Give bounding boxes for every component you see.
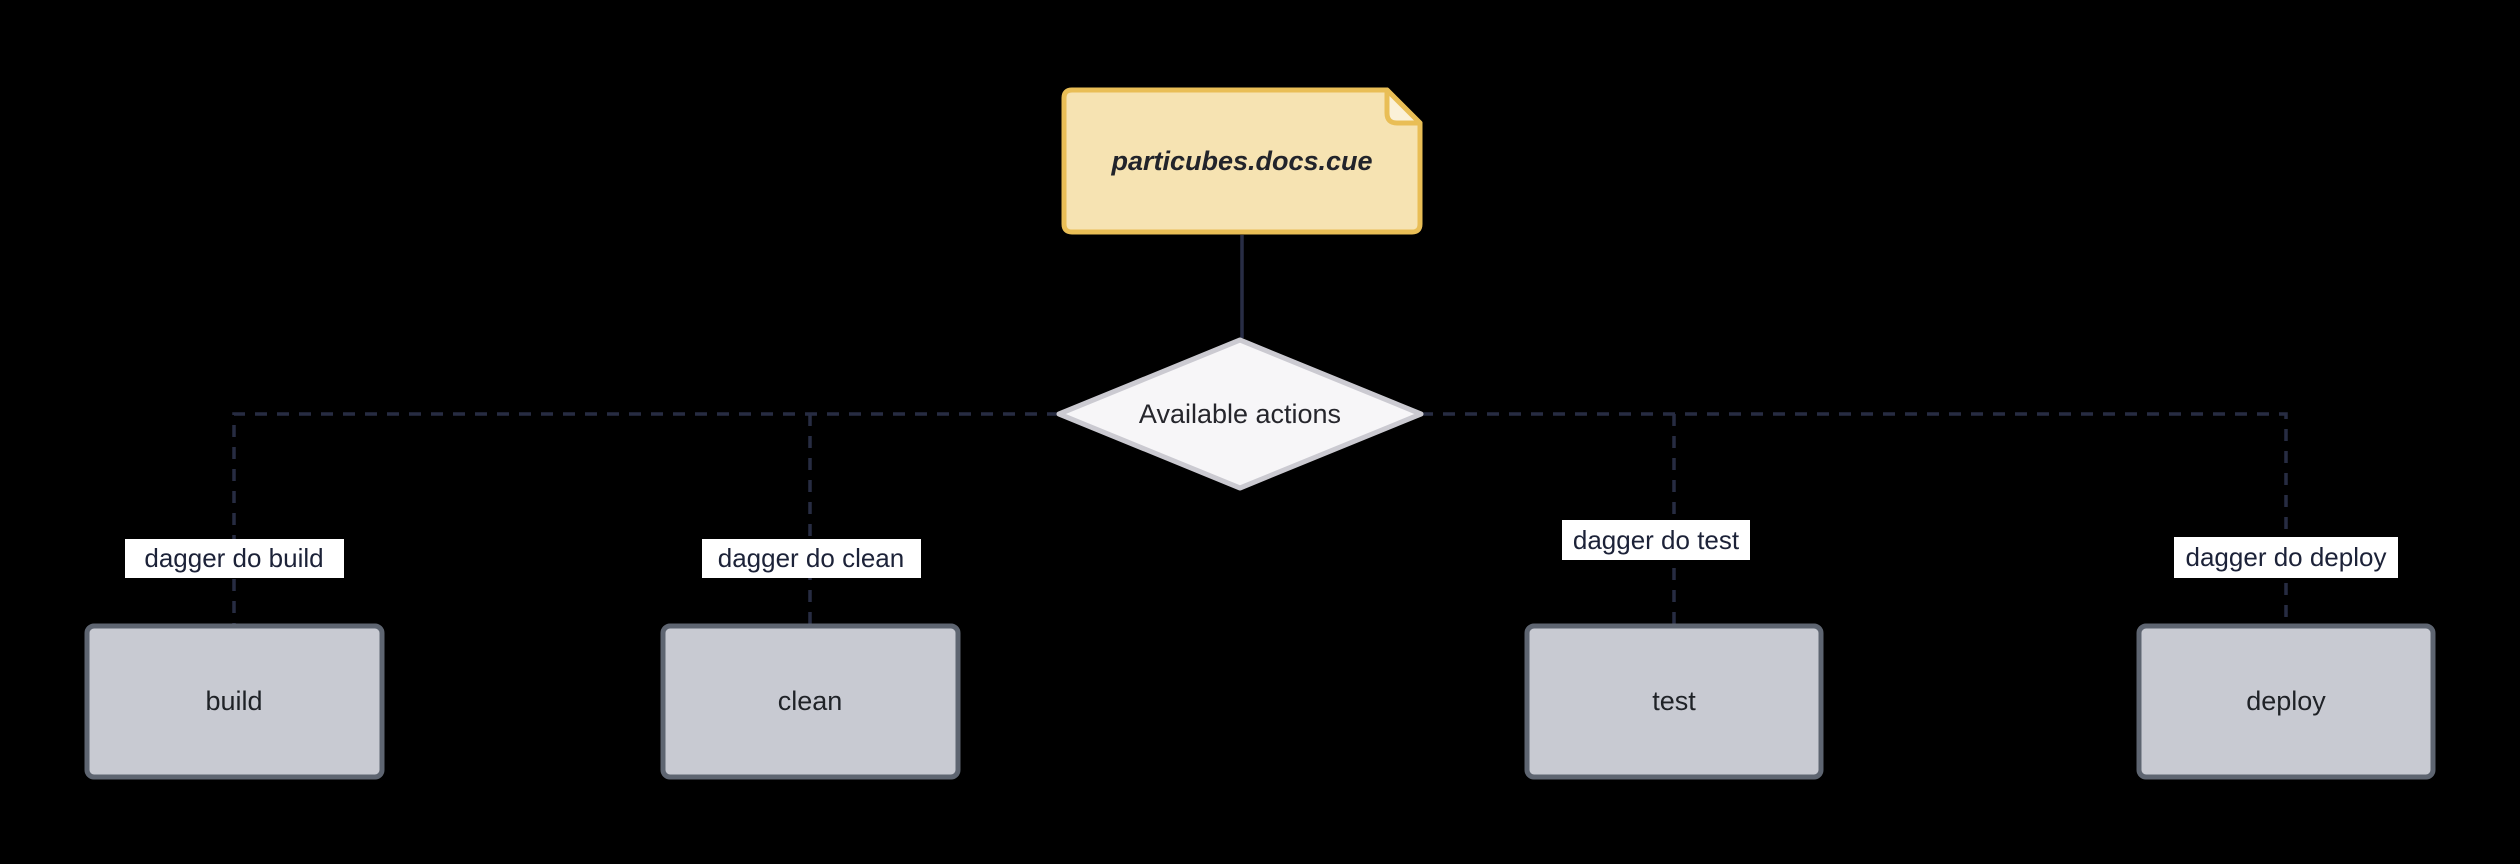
- test-box: [1524, 623, 1824, 780]
- edge-label-clean: dagger do clean: [702, 539, 921, 578]
- decision-label: Available actions: [1139, 399, 1341, 429]
- node-test: test: [1524, 623, 1824, 780]
- node-clean: clean: [660, 623, 961, 780]
- edge-label-test-text: dagger do test: [1573, 525, 1740, 555]
- edge-actions-to-build: [232, 412, 1059, 624]
- edge-label-clean-bg: [702, 539, 921, 578]
- node-build: build: [84, 623, 385, 780]
- node-source-file: particubes.docs.cue: [1061, 87, 1423, 235]
- diamond-shape: [1056, 337, 1424, 491]
- source-file-label: particubes.docs.cue: [1110, 146, 1372, 176]
- edge-label-test-bg: [1562, 520, 1750, 560]
- build-label: build: [205, 686, 262, 716]
- node-available-actions: Available actions: [1056, 337, 1424, 491]
- note-folded-corner-icon: [1384, 87, 1423, 126]
- edge-label-deploy-bg: [2174, 537, 2398, 578]
- edge-actions-to-deploy: [1421, 412, 2288, 624]
- note-shape: [1061, 87, 1423, 235]
- edge-label-build-bg: [125, 539, 344, 578]
- clean-box: [660, 623, 961, 780]
- edge-label-build: dagger do build: [125, 539, 344, 578]
- deploy-box: [2136, 623, 2436, 780]
- edge-label-test: dagger do test: [1562, 520, 1750, 560]
- edge-label-build-text: dagger do build: [144, 543, 323, 573]
- node-deploy: deploy: [2136, 623, 2436, 780]
- test-label: test: [1652, 686, 1696, 716]
- edge-label-deploy: dagger do deploy: [2174, 537, 2398, 578]
- edge-label-clean-text: dagger do clean: [718, 543, 904, 573]
- deploy-label: deploy: [2246, 686, 2326, 716]
- clean-label: clean: [778, 686, 843, 716]
- edge-label-deploy-text: dagger do deploy: [2186, 542, 2387, 572]
- build-box: [84, 623, 385, 780]
